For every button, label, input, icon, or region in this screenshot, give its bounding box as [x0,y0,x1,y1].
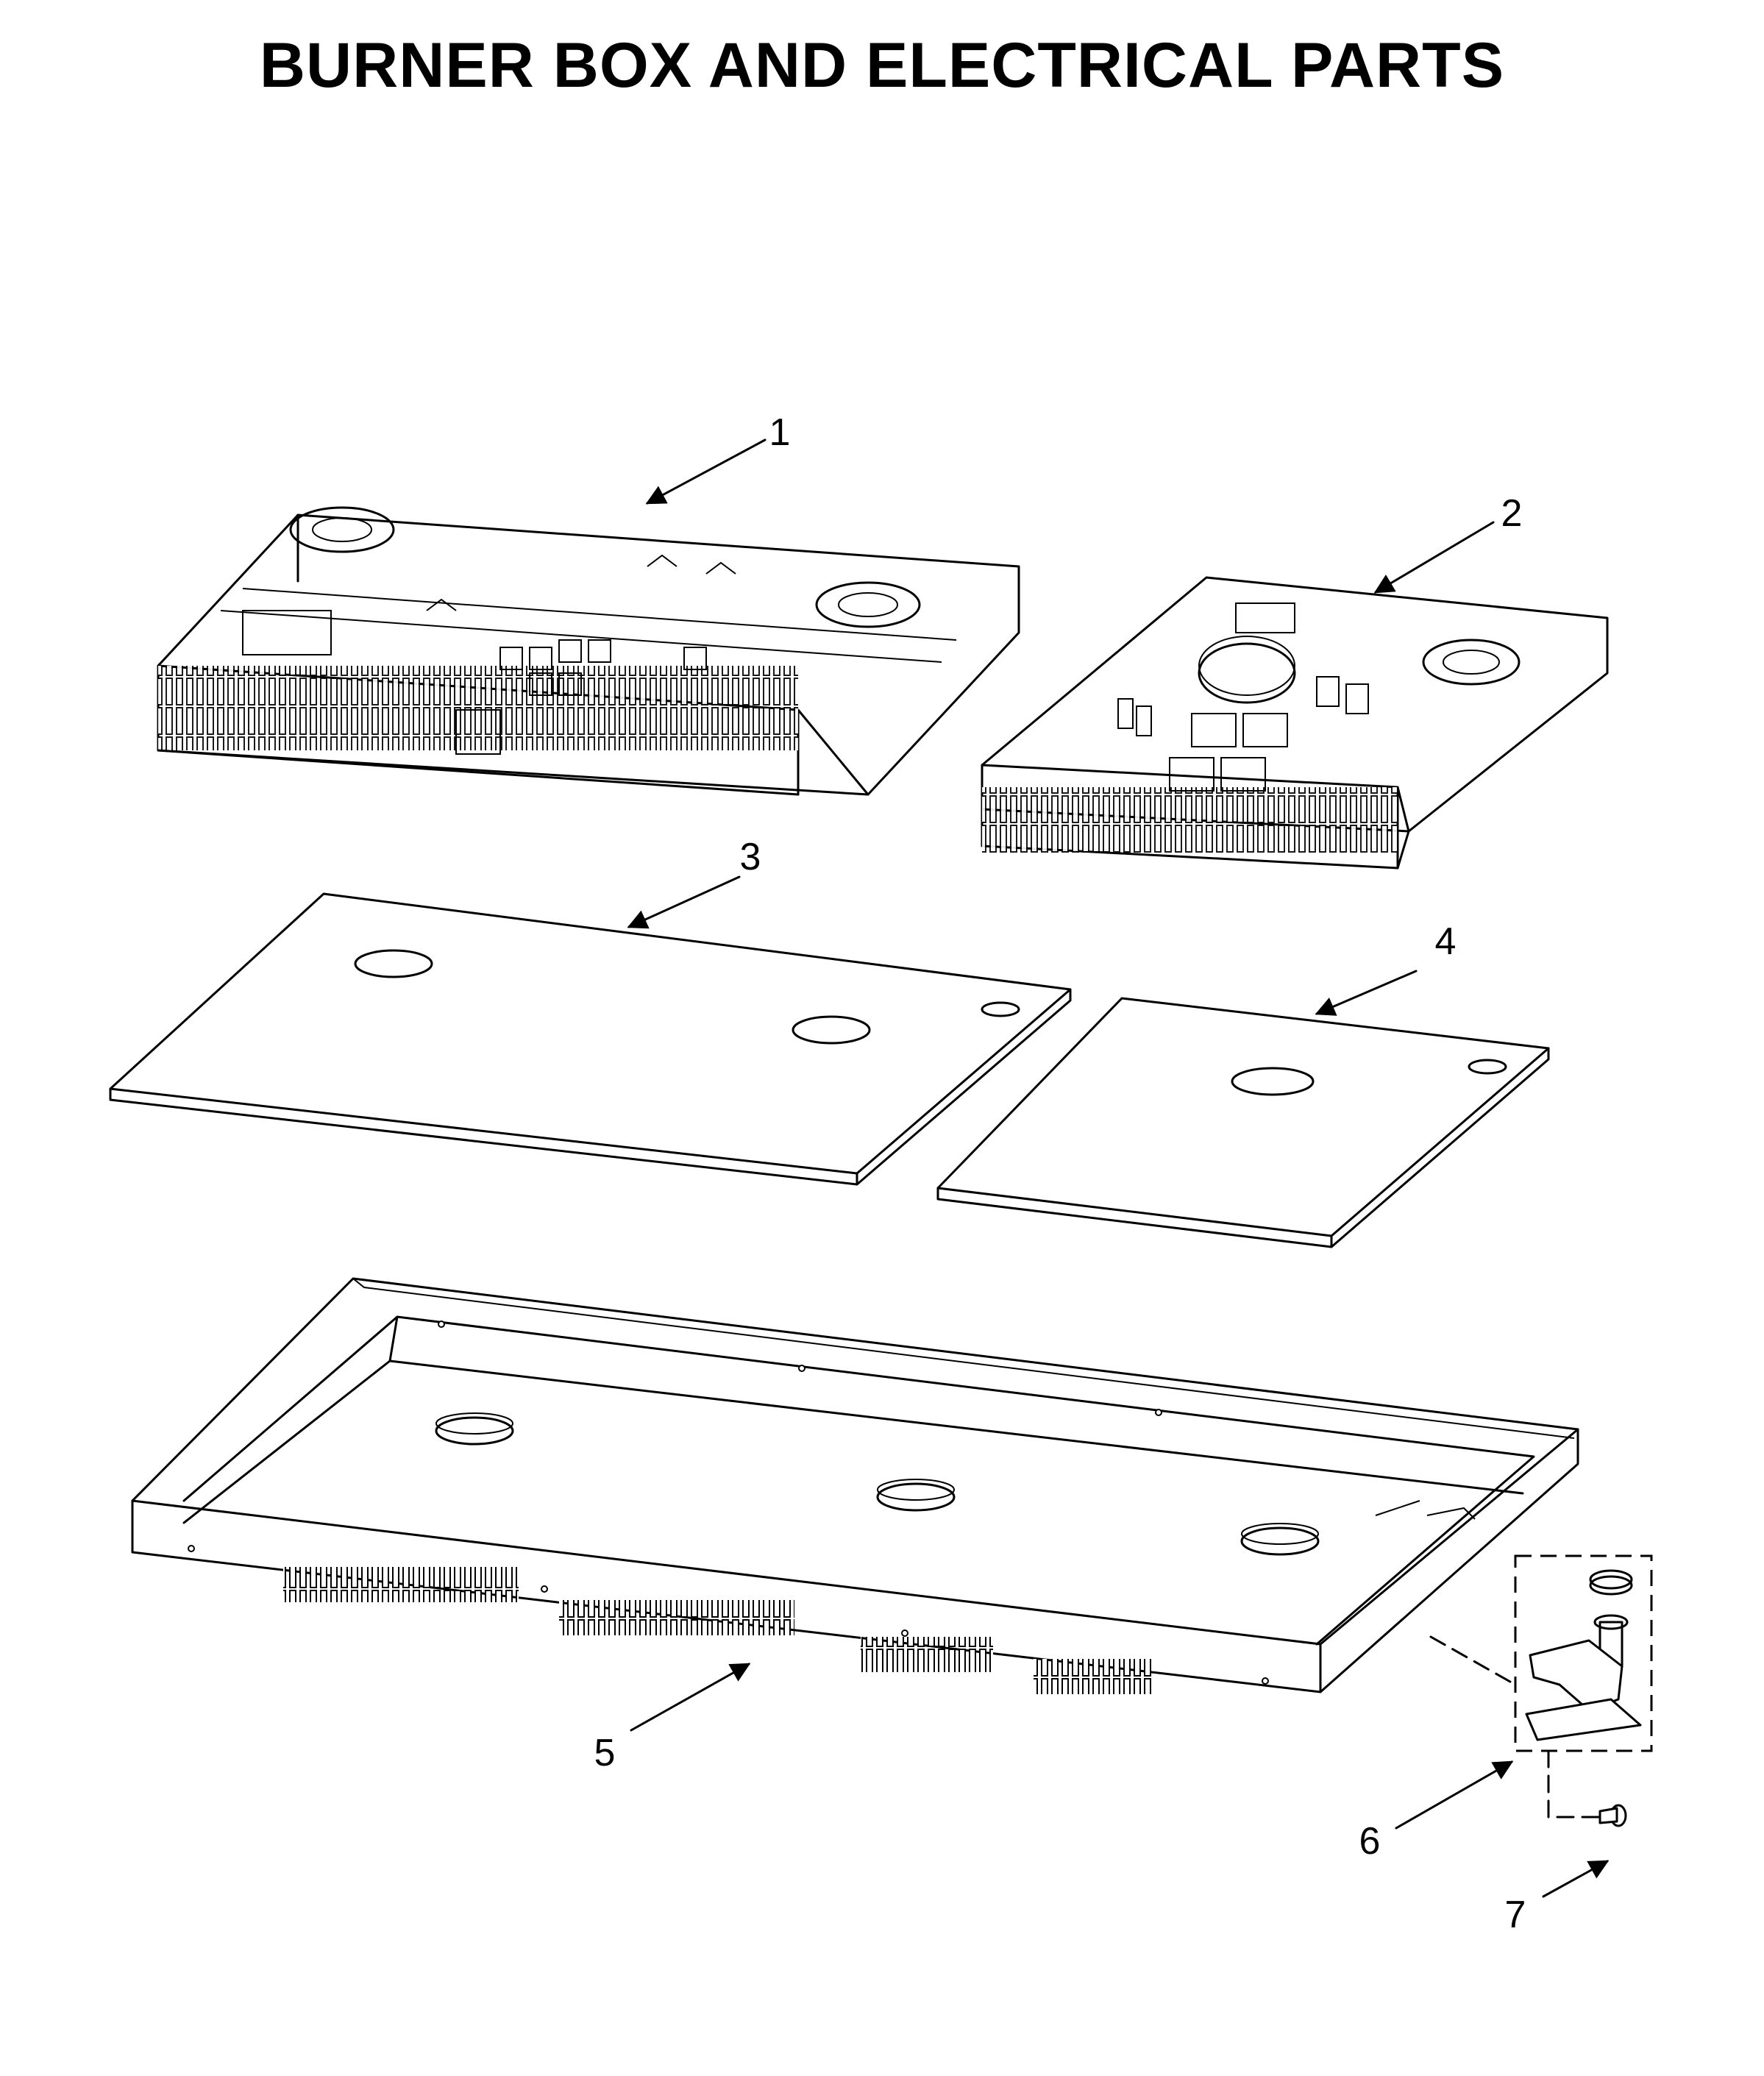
callout-3: 3 [740,836,761,878]
leader-arrows [627,438,1610,1898]
part-7-screw [1598,1804,1627,1827]
callout-4: 4 [1435,920,1457,963]
callout-6: 6 [1359,1820,1381,1863]
part-2-electrical-box-right [981,576,1609,870]
page-title: BURNER BOX AND ELECTRICAL PARTS [259,30,1505,101]
callout-2: 2 [1501,492,1523,535]
callout-5: 5 [594,1732,616,1774]
part-1-burner-box-left [157,506,1020,796]
part-6-valve-assembly [1429,1554,1653,1819]
callout-7: 7 [1505,1894,1526,1936]
part-5-burner-box-tray [131,1277,1579,1694]
callout-1: 1 [769,411,791,454]
part-4-insulation-panel-right [936,997,1550,1248]
part-3-insulation-panel-left [109,892,1072,1186]
